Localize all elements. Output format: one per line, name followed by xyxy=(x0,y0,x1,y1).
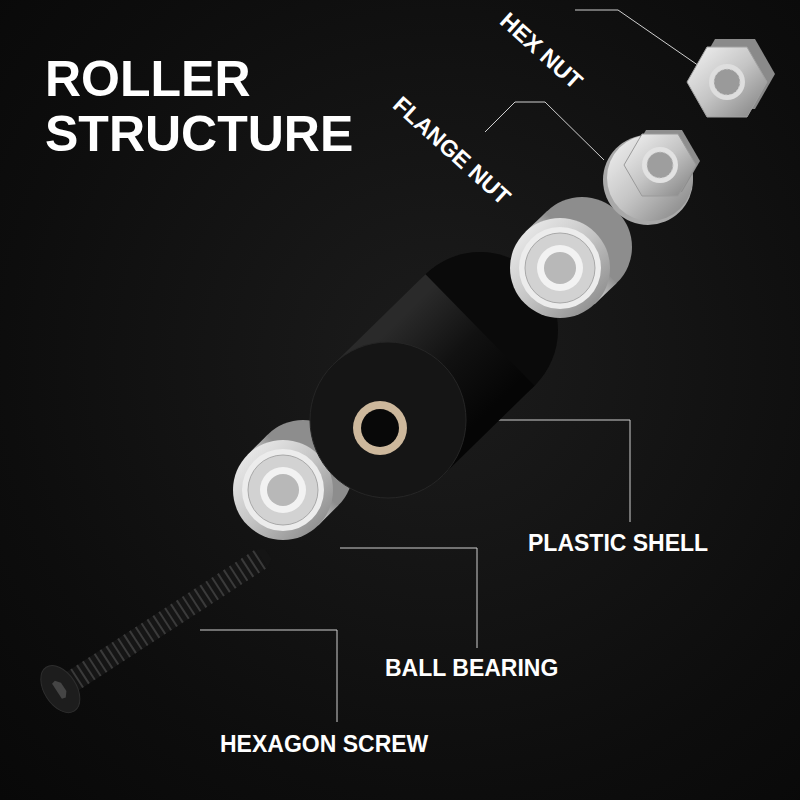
part-label: PLASTIC SHELL xyxy=(528,531,708,556)
hex-nut-figure xyxy=(687,39,775,117)
part-label: HEXAGON SCREW xyxy=(220,732,428,757)
part-label: FLANGE NUT xyxy=(388,92,515,210)
diagram-title: ROLLER STRUCTURE xyxy=(45,52,375,162)
bearing-figure xyxy=(510,197,632,318)
flange-nut-figure xyxy=(603,130,700,225)
part-label: HEX NUT xyxy=(495,8,587,94)
screw-figure xyxy=(33,532,283,719)
part-label: BALL BEARING xyxy=(385,656,558,681)
